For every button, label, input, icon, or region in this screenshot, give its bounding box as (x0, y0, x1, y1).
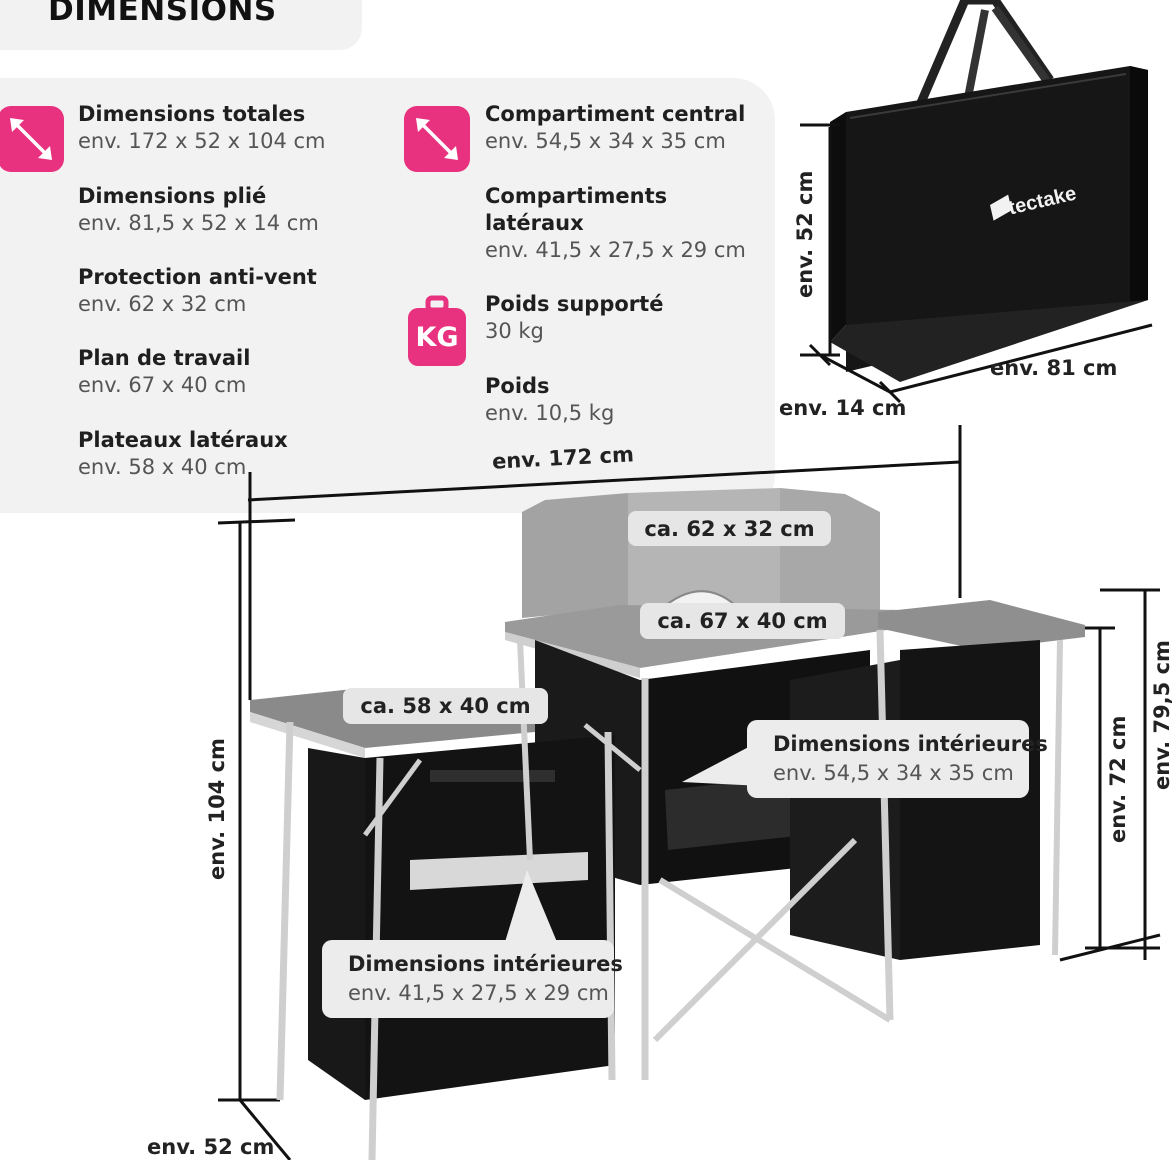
side-callout-pointer (505, 870, 557, 942)
kitchen-total-height-label: env. 104 cm (205, 738, 229, 880)
spec-side-trays: Plateaux latéraux env. 58 x 40 cm (78, 427, 288, 481)
spec-label: Plan de travail (78, 346, 251, 370)
spec-folded-dimensions: Dimensions plié env. 81,5 x 52 x 14 cm (78, 183, 319, 237)
bag-width-label: env. 81 cm (990, 356, 1118, 380)
kitchen-right-height-label: env. 72 cm (1106, 715, 1130, 843)
spec-label: Dimensions plié (78, 184, 267, 208)
spec-central-compartment: Compartiment central env. 54,5 x 34 x 35… (485, 101, 745, 155)
callout-value: env. 54,5 x 34 x 35 cm (773, 761, 1014, 785)
callout-label: Dimensions intérieures (773, 732, 1048, 756)
spec-label: Poids (485, 374, 550, 398)
spec-value: env. 67 x 40 cm (78, 373, 247, 397)
side-tray-dimension-pill: ca. 58 x 40 cm (343, 688, 548, 724)
spec-label: Plateaux latéraux (78, 428, 288, 452)
spec-value: env. 62 x 32 cm (78, 292, 247, 316)
spec-weight: Poids env. 10,5 kg (485, 373, 614, 427)
worktop-dimension-pill: ca. 67 x 40 cm (640, 603, 845, 639)
weight-icon-text: KG (415, 322, 459, 353)
title-tab (0, 0, 362, 50)
kitchen-right-height-label-partial: env. 79,5 cm (1150, 640, 1174, 790)
windscreen-dimension-pill: ca. 62 x 32 cm (628, 511, 831, 546)
spec-side-compartments: Compartiments latéraux env. 41,5 x 27,5 … (485, 183, 746, 264)
spec-value: env. 58 x 40 cm (78, 455, 247, 479)
spec-windscreen: Protection anti-vent env. 62 x 32 cm (78, 264, 317, 318)
spec-label: latéraux (485, 211, 584, 235)
weight-icon: KG (404, 295, 470, 368)
spec-max-load: Poids supporté 30 kg (485, 291, 663, 345)
diagonal-arrow-icon (0, 106, 64, 172)
spec-label: Compartiment central (485, 102, 746, 126)
spec-label: Dimensions totales (78, 102, 306, 126)
diagonal-arrow-icon (404, 106, 470, 172)
center-callout-pointer (682, 740, 762, 786)
spec-value: env. 54,5 x 34 x 35 cm (485, 129, 726, 153)
spec-value: env. 10,5 kg (485, 401, 615, 425)
specs-panel (0, 78, 775, 513)
callout-label: Dimensions intérieures (348, 952, 623, 976)
spec-value: env. 41,5 x 27,5 x 29 cm (485, 238, 746, 262)
spec-label: Compartiments (485, 184, 668, 208)
spec-value: 30 kg (485, 319, 544, 343)
spec-label: Poids supporté (485, 292, 664, 316)
spec-total-dimensions: Dimensions totales env. 172 x 52 x 104 c… (78, 101, 326, 155)
spec-value: env. 81,5 x 52 x 14 cm (78, 211, 319, 235)
spec-value: env. 172 x 52 x 104 cm (78, 129, 326, 153)
kitchen-depth-label: env. 52 cm (147, 1135, 275, 1159)
callout-value: env. 41,5 x 27,5 x 29 cm (348, 981, 609, 1005)
spec-label: Protection anti-vent (78, 265, 317, 289)
bag-depth-label: env. 14 cm (779, 396, 907, 420)
spec-worktop: Plan de travail env. 67 x 40 cm (78, 345, 250, 399)
center-compartment-callout: Dimensions intérieures env. 54,5 x 34 x … (747, 720, 1048, 798)
carry-bag-illustration (800, 0, 1153, 404)
page-title: DIMENSIONS (48, 0, 277, 28)
side-compartment-callout: Dimensions intérieures env. 41,5 x 27,5 … (322, 940, 623, 1018)
